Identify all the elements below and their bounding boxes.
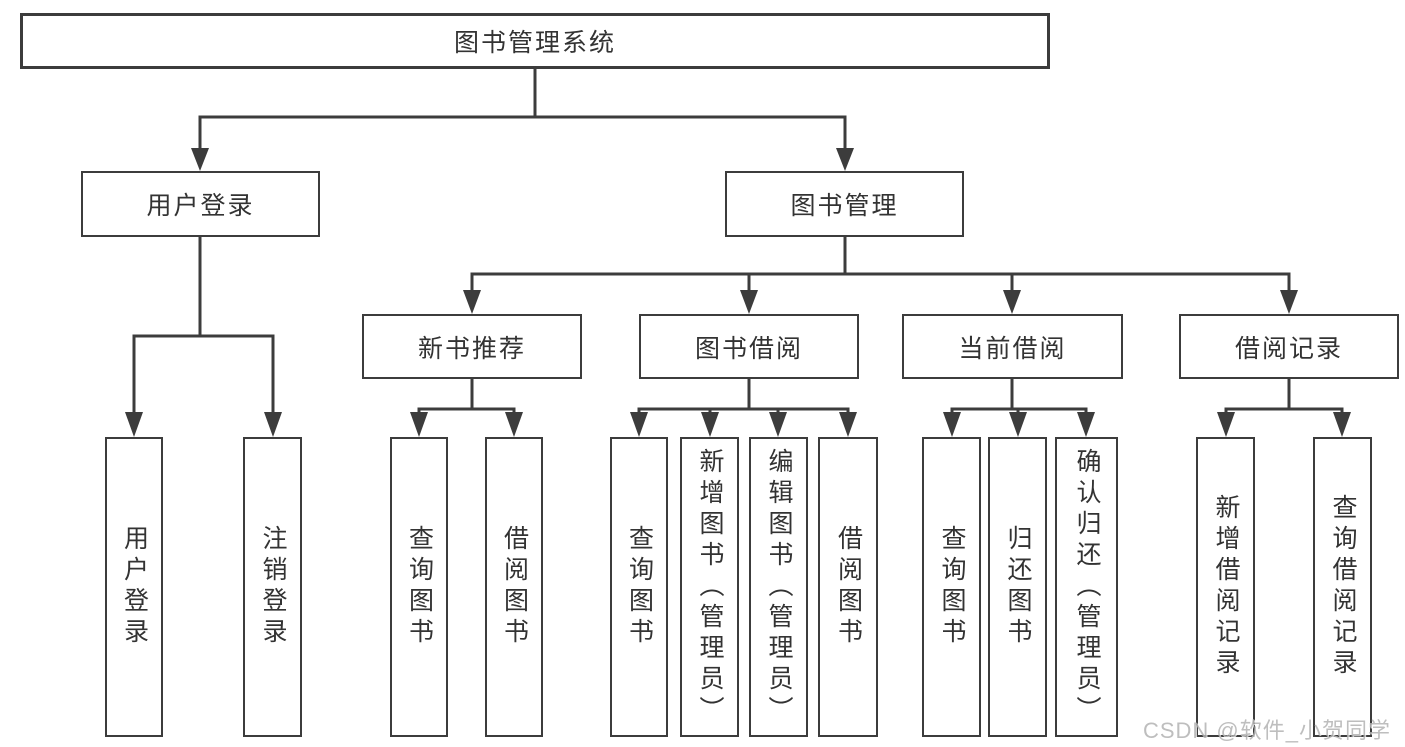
node-new-book-recommend: 新书推荐 [362,314,582,379]
leaf-borrow-add-book-admin: 新增图书（管理员） [680,437,739,737]
leaf-current-return-book: 归还图书 [988,437,1047,737]
leaf-borrow-search-book: 查询图书 [610,437,668,737]
leaf-borrow-borrow-book: 借阅图书 [818,437,878,737]
leaf-newbook-borrow-book: 借阅图书 [485,437,543,737]
leaf-borrow-edit-book-admin: 编辑图书（管理员） [749,437,808,737]
leaf-logout: 注销登录 [243,437,302,737]
leaf-newbook-search-book: 查询图书 [390,437,448,737]
node-borrow-records: 借阅记录 [1179,314,1399,379]
leaf-current-confirm-return-admin: 确认归还（管理员） [1055,437,1118,737]
leaf-record-add-record: 新增借阅记录 [1196,437,1255,737]
node-root-system: 图书管理系统 [20,13,1050,69]
leaf-user-login: 用户登录 [105,437,163,737]
node-book-borrowing: 图书借阅 [639,314,859,379]
csdn-watermark: CSDN @软件_小贺同学 [1142,718,1391,743]
leaf-current-search-book: 查询图书 [922,437,981,737]
node-book-management: 图书管理 [725,171,964,237]
leaf-record-search-record: 查询借阅记录 [1313,437,1372,737]
node-user-login: 用户登录 [81,171,320,237]
node-current-borrowing: 当前借阅 [902,314,1123,379]
